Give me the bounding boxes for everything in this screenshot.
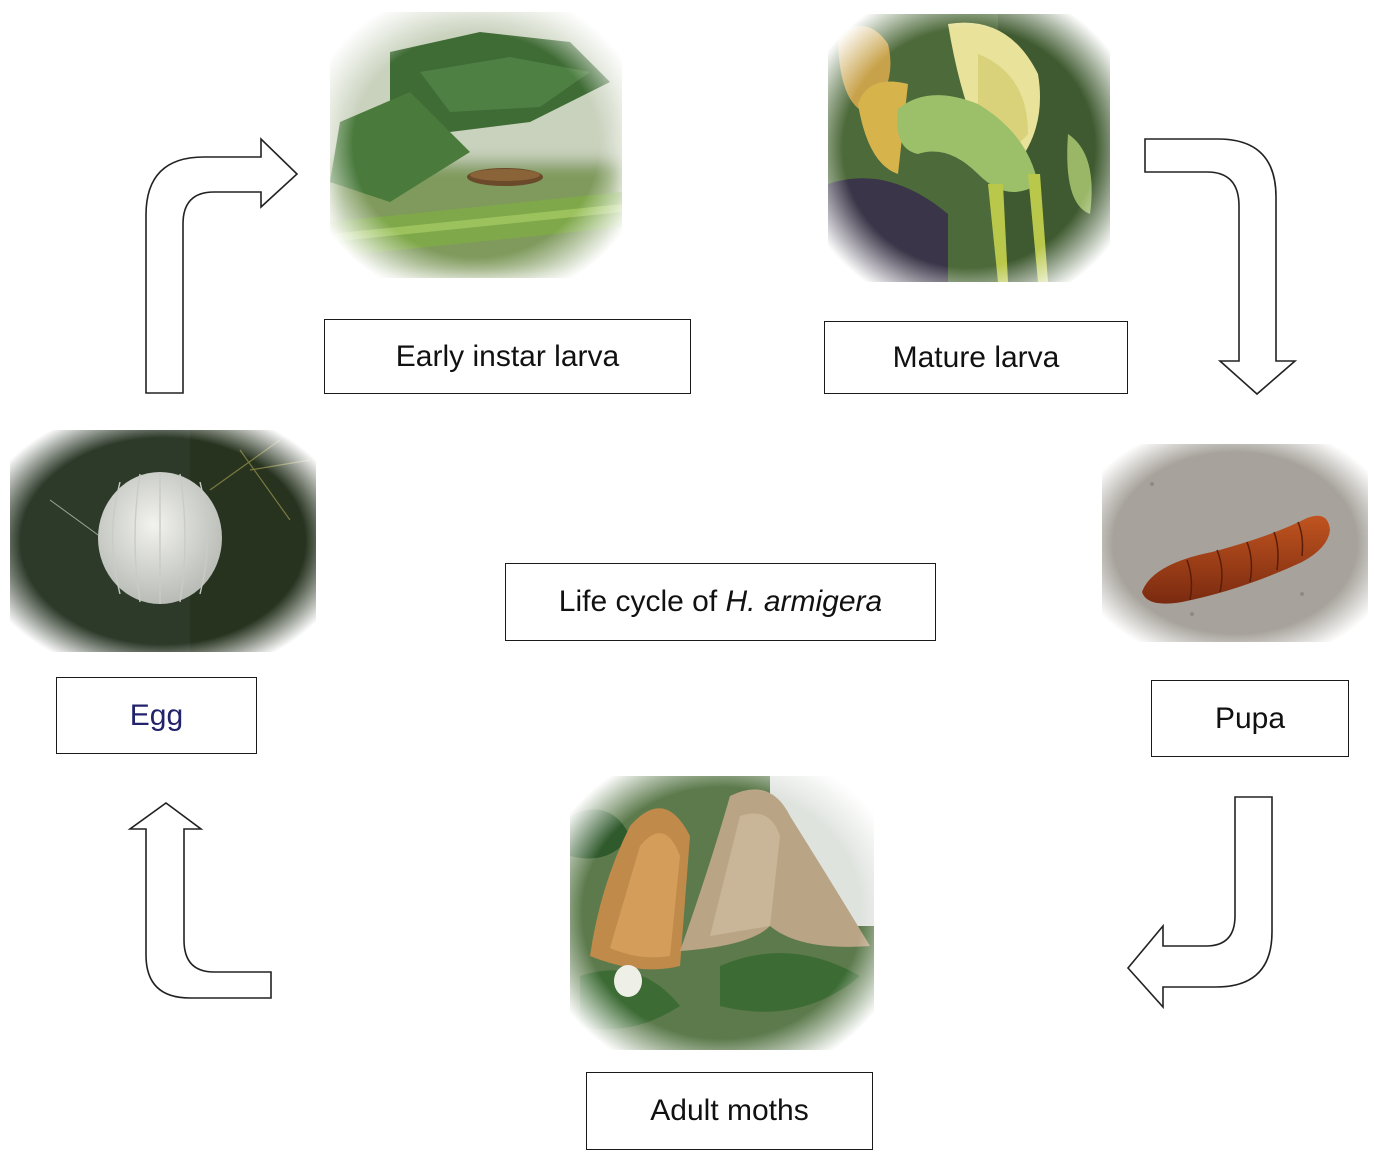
arrow-adult-to-egg xyxy=(127,802,272,999)
egg-label: Egg xyxy=(56,677,257,754)
life-cycle-title-prefix: Life cycle of xyxy=(558,585,726,618)
egg-text: Egg xyxy=(129,698,184,732)
early-instar-larva-label: Early instar larva xyxy=(324,319,691,394)
pupa-photo xyxy=(1102,444,1368,642)
adult-moths-photo xyxy=(570,776,874,1050)
mature-larva-text: Mature larva xyxy=(892,340,1060,374)
pupa-text: Pupa xyxy=(1214,701,1286,735)
arrow-egg-to-early-larva xyxy=(145,137,299,394)
arrow-pupa-to-adult xyxy=(1126,796,1273,1010)
mature-larva-photo xyxy=(828,14,1110,282)
mature-larva-label: Mature larva xyxy=(824,321,1128,394)
species-name: H. armigera xyxy=(725,585,883,618)
early-instar-larva-text: Early instar larva xyxy=(395,339,620,373)
pupa-label: Pupa xyxy=(1151,680,1349,757)
early-instar-larva-photo xyxy=(330,12,622,278)
arrow-mature-larva-to-pupa xyxy=(1144,138,1298,396)
adult-moths-text: Adult moths xyxy=(650,1094,809,1127)
life-cycle-title: Life cycle of H. armigera xyxy=(505,563,936,641)
adult-moths-label: Adult moths xyxy=(586,1072,873,1150)
egg-photo xyxy=(10,430,316,652)
